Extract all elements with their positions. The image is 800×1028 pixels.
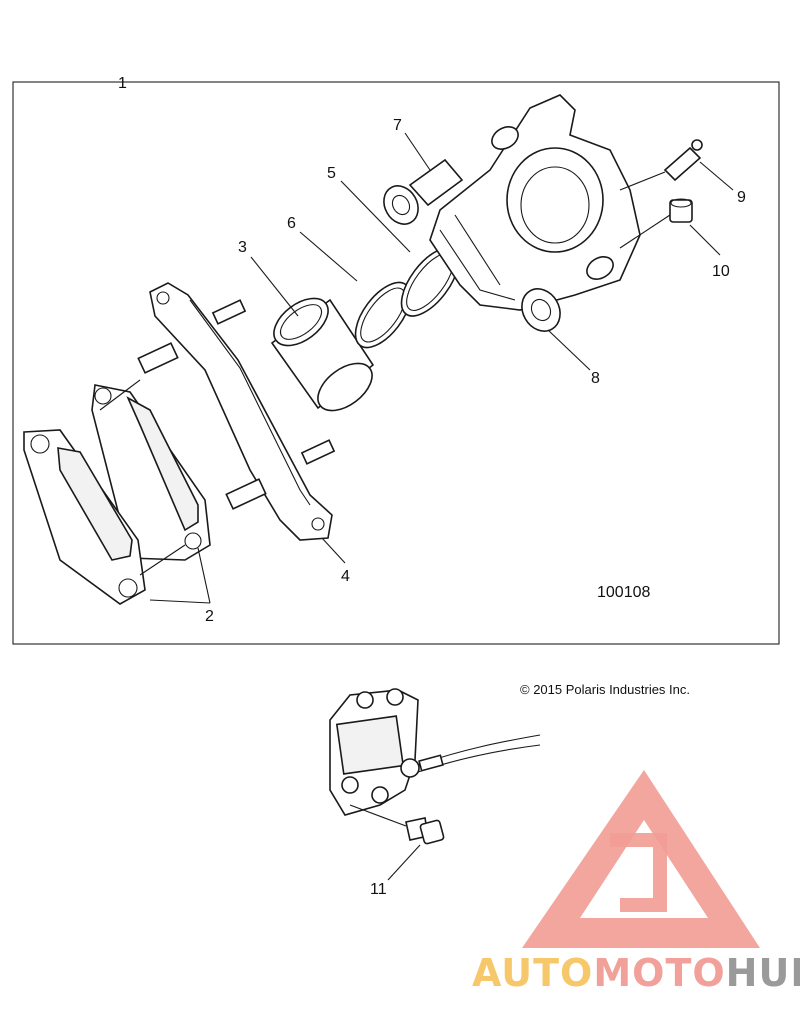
- caliper-body: [429, 94, 641, 311]
- leader-2a: [197, 547, 211, 604]
- leader-6: [299, 231, 358, 282]
- caliper-bracket: [137, 282, 336, 541]
- caliper-assembly-installed: [329, 688, 541, 816]
- callout-6: 6: [287, 215, 296, 232]
- mounting-bolt: [405, 817, 445, 845]
- callout-2: 2: [205, 608, 214, 625]
- automotohub-logo: AUTOMOTOHUB: [472, 770, 800, 995]
- bleeder-cap: [669, 198, 693, 223]
- guide-pin: [383, 158, 464, 225]
- leader-9: [699, 161, 734, 191]
- callout-1: 1: [118, 75, 127, 92]
- leader-5: [340, 180, 411, 253]
- callout-8: 8: [591, 370, 600, 387]
- callout-3: 3: [238, 239, 247, 256]
- leader-7: [404, 132, 431, 171]
- leader-2b: [149, 599, 211, 604]
- leader-10: [689, 224, 721, 256]
- callout-10: 10: [712, 263, 730, 280]
- callout-9: 9: [737, 189, 746, 206]
- leader-4: [321, 537, 346, 564]
- callout-11: 11: [370, 881, 387, 898]
- leader-3: [250, 256, 299, 317]
- caliper-piston: [270, 297, 375, 412]
- callout-4: 4: [341, 568, 350, 585]
- logo-word: AUTOMOTOHUB: [472, 951, 800, 995]
- copyright-text: © 2015 Polaris Industries Inc.: [520, 682, 690, 697]
- diagram-frame: [12, 81, 780, 645]
- pin-boot: [521, 288, 561, 332]
- callout-7: 7: [393, 117, 402, 134]
- logo-triangle: [522, 770, 760, 948]
- leader-8: [547, 329, 591, 371]
- brake-pad-front: [23, 429, 146, 605]
- leader-11: [387, 844, 421, 881]
- bleeder-valve: [663, 139, 703, 182]
- callout-5: 5: [327, 165, 336, 182]
- figure-id: 100108: [597, 584, 650, 601]
